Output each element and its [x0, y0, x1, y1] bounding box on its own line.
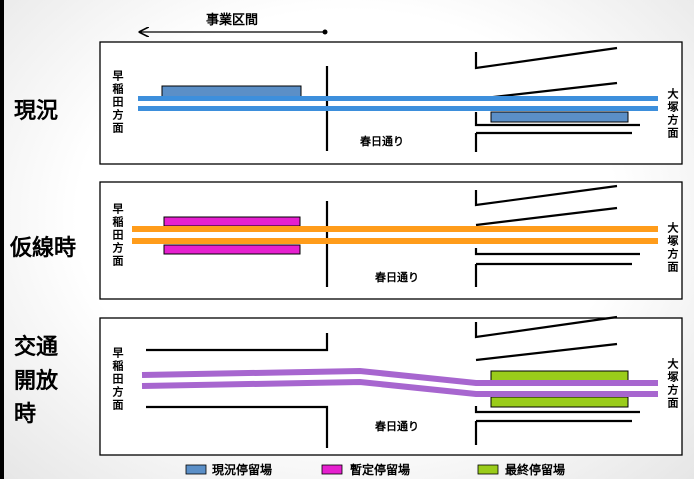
road-edge — [475, 206, 618, 227]
project-section-end-dot — [322, 29, 328, 35]
panel-label: 時 — [14, 402, 36, 427]
panel-open: 交通 開放 時 春日通り — [14, 315, 683, 456]
panel-label: 現況 — [14, 99, 58, 124]
legend-label-temporary: 暫定停留場 — [350, 462, 410, 477]
legend-label-current: 現況停留場 — [212, 462, 272, 477]
panel-temporary: 仮線時 春日通り — [9, 181, 683, 300]
temporary-track — [132, 226, 658, 232]
current-track — [138, 96, 658, 101]
road-edge — [475, 342, 618, 362]
panel-label: 開放 — [14, 368, 59, 394]
panel-label: 仮線時 — [9, 235, 76, 261]
panel-frame — [99, 41, 683, 165]
final-stop-platform — [490, 370, 629, 382]
panel-label: 交通 — [14, 334, 58, 360]
road-edge — [474, 248, 640, 256]
temporary-track — [132, 238, 658, 244]
road-edge — [146, 333, 329, 352]
street-label: 春日通り — [375, 419, 419, 433]
legend-swatch-current — [185, 464, 207, 475]
direction-label-waseda: 早稲田方面 — [111, 70, 124, 135]
road-edge — [474, 406, 640, 414]
project-section-indicator: 事業区間 — [140, 12, 328, 35]
legend: 現況停留場 暫定停留場 最終停留場 — [185, 462, 565, 477]
direction-label-waseda: 早稲田方面 — [111, 347, 124, 412]
legend-swatch-final — [477, 464, 499, 475]
current-stop-platform — [490, 111, 629, 123]
temporary-stop-platform — [163, 216, 301, 227]
final-track — [141, 378, 658, 397]
current-stop-platform — [161, 85, 302, 98]
temporary-stop-platform — [163, 244, 301, 255]
legend-label-final: 最終停留場 — [505, 462, 565, 477]
project-section-label: 事業区間 — [206, 12, 258, 28]
final-track — [141, 367, 658, 386]
road-edge — [474, 46, 618, 70]
legend-swatch-temporary — [321, 464, 343, 475]
road-edge — [474, 112, 640, 127]
street-label: 春日通り — [375, 270, 419, 284]
current-track — [138, 106, 658, 111]
final-stop-platform — [490, 396, 629, 408]
direction-label-otsuka: 大塚方面 — [666, 222, 679, 274]
direction-label-otsuka: 大塚方面 — [666, 88, 679, 140]
direction-label-waseda: 早稲田方面 — [111, 203, 124, 268]
street-label: 春日通り — [360, 134, 404, 148]
road-edge — [474, 184, 618, 207]
road-edge — [474, 315, 618, 339]
direction-label-otsuka: 大塚方面 — [666, 358, 679, 410]
road-edge — [146, 405, 329, 448]
panel-current: 現況 春日通り — [14, 41, 683, 165]
